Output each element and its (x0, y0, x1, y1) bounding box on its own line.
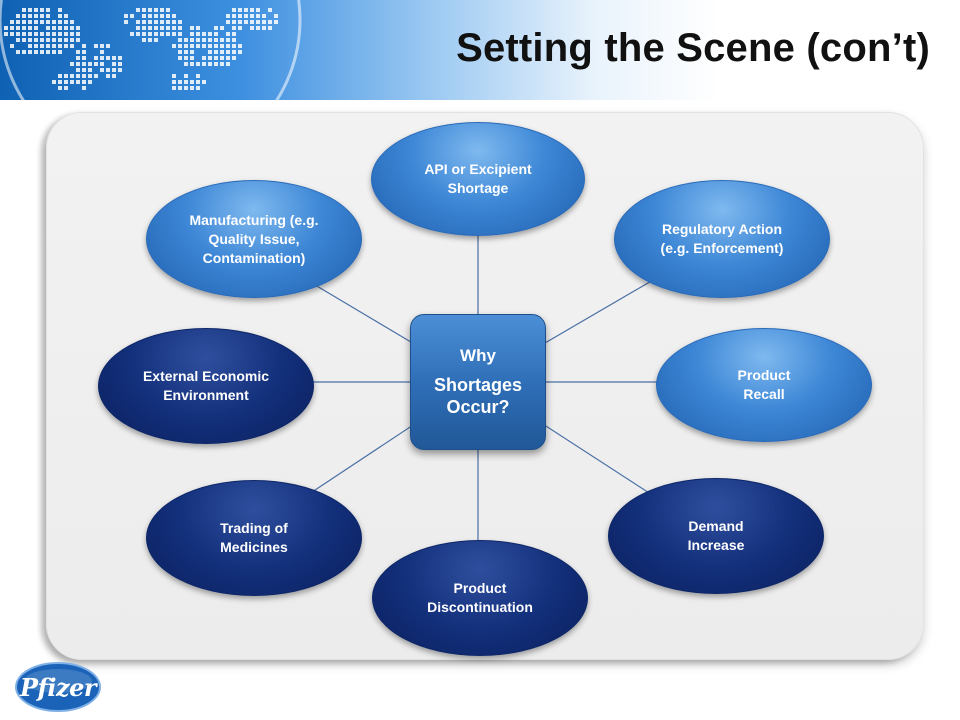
globe-map-graphic (0, 0, 302, 100)
cause-node-demand: Demand Increase (608, 478, 824, 594)
center-line-shortages: Shortages Occur? (433, 375, 523, 417)
cause-label: Regulatory Action (e.g. Enforcement) (660, 221, 784, 256)
pfizer-logo: Pfizer (14, 660, 102, 714)
cause-label: Trading of Medicines (220, 520, 288, 555)
cause-label: API or Excipient Shortage (424, 161, 532, 196)
cause-node-discontinuation: Product Discontinuation (372, 540, 588, 656)
cause-node-recall: Product Recall (656, 328, 872, 442)
cause-node-trading: Trading of Medicines (146, 480, 362, 596)
slide-title: Setting the Scene (con’t) (456, 26, 930, 70)
cause-label: Demand Increase (687, 518, 745, 553)
pfizer-wordmark: Pfizer (19, 672, 97, 702)
cause-label: Manufacturing (e.g. Quality Issue, Conta… (189, 211, 319, 266)
cause-label: External Economic Environment (142, 368, 270, 403)
cause-node-api: API or Excipient Shortage (371, 122, 585, 236)
center-line-why: Why (460, 346, 496, 365)
pfizer-logo-oval (15, 662, 101, 712)
cause-node-manufacturing: Manufacturing (e.g. Quality Issue, Conta… (146, 180, 362, 298)
cause-node-economic: External Economic Environment (98, 328, 314, 444)
cause-label: Product Recall (737, 367, 791, 402)
cause-node-regulatory: Regulatory Action (e.g. Enforcement) (614, 180, 830, 298)
center-question-box: Why Shortages Occur? (410, 314, 546, 450)
header-banner (0, 0, 960, 100)
cause-label: Product Discontinuation (427, 580, 533, 615)
